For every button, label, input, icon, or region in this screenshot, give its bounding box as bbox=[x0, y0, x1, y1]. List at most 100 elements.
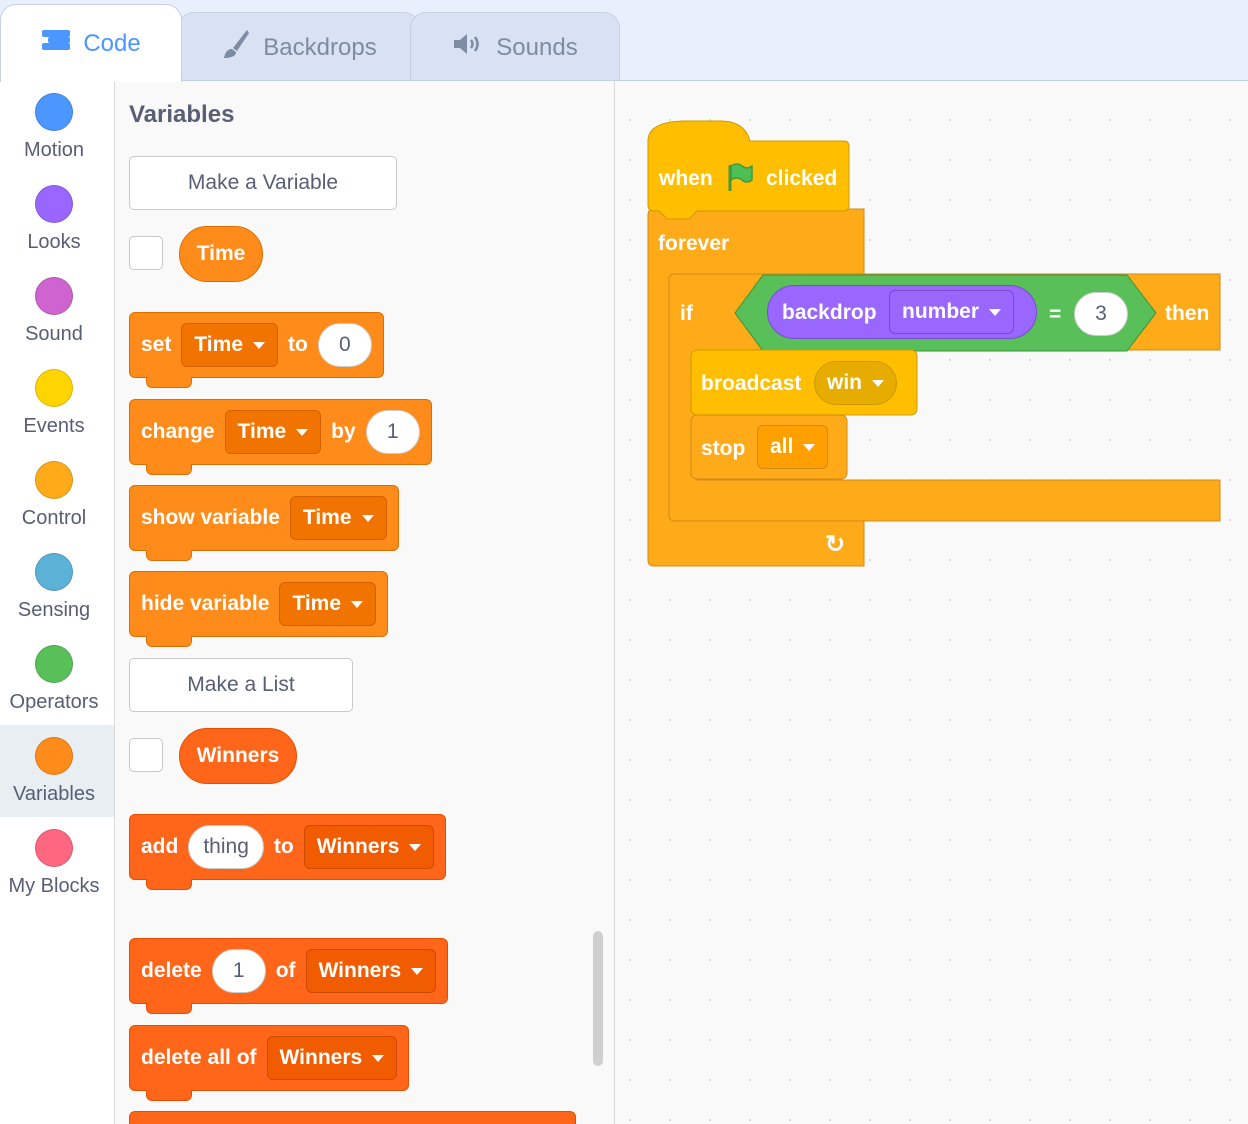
block-label: change bbox=[141, 420, 215, 443]
green-flag-icon bbox=[725, 161, 755, 198]
loop-arrow-icon: ↻ bbox=[825, 531, 846, 558]
chevron-down-icon bbox=[361, 514, 374, 522]
category-label: Motion bbox=[23, 139, 85, 161]
chevron-down-icon bbox=[989, 308, 1002, 316]
category-sound[interactable]: Sound bbox=[0, 265, 114, 357]
block-label: hide variable bbox=[141, 592, 270, 615]
palette-title: Variables bbox=[129, 101, 235, 128]
hat-when-label: when bbox=[659, 167, 713, 190]
list-dropdown[interactable]: Winners bbox=[305, 949, 437, 993]
variable-dropdown[interactable]: Time bbox=[224, 410, 322, 454]
delete-from-list-block[interactable]: delete 1 of Winners bbox=[129, 938, 449, 1014]
category-motion[interactable]: Motion bbox=[0, 81, 114, 173]
sound-color-dot bbox=[35, 277, 73, 315]
variable-time-reporter[interactable]: Time bbox=[179, 226, 263, 282]
backdrop-label: backdrop bbox=[782, 301, 877, 324]
show-variable-block[interactable]: show variable Time bbox=[129, 485, 399, 561]
block-notch bbox=[146, 879, 192, 890]
chevron-down-icon bbox=[409, 843, 422, 851]
variable-dropdown[interactable]: Time bbox=[289, 496, 387, 540]
hat-clicked-label: clicked bbox=[766, 167, 838, 190]
next-list-block-partial[interactable] bbox=[129, 1111, 576, 1124]
category-label: My Blocks bbox=[8, 875, 100, 897]
block-label: delete all of bbox=[141, 1046, 257, 1069]
chevron-down-icon bbox=[803, 443, 816, 451]
operators-color-dot bbox=[35, 645, 73, 683]
category-label: Events bbox=[23, 415, 85, 437]
make-list-button[interactable]: Make a List bbox=[129, 658, 353, 712]
category-sensing[interactable]: Sensing bbox=[0, 541, 114, 633]
tab-sounds-label: Sounds bbox=[496, 33, 578, 61]
list-winners-checkbox[interactable] bbox=[129, 738, 163, 772]
chevron-down-icon bbox=[351, 600, 364, 608]
variable-dropdown[interactable]: Time bbox=[279, 582, 377, 626]
variables-color-dot bbox=[35, 737, 73, 775]
block-label: delete bbox=[141, 959, 202, 982]
chevron-down-icon bbox=[253, 341, 265, 349]
category-label: Sensing bbox=[17, 599, 91, 621]
list-dropdown[interactable]: Winners bbox=[266, 1036, 398, 1080]
index-input[interactable]: 1 bbox=[211, 949, 266, 993]
script-shapes bbox=[647, 120, 1221, 567]
backdrop-property-dropdown[interactable]: number bbox=[889, 290, 1015, 334]
tab-code[interactable]: Code bbox=[0, 4, 182, 82]
block-palette: Variables Make a Variable Time set Time … bbox=[115, 81, 615, 1124]
broadcast-label: broadcast bbox=[701, 372, 802, 395]
list-winners-reporter[interactable]: Winners bbox=[179, 728, 297, 784]
palette-scrollbar[interactable] bbox=[593, 931, 603, 1066]
tab-bar-divider bbox=[0, 80, 1248, 81]
category-label: Variables bbox=[13, 783, 95, 805]
category-label: Sound bbox=[25, 323, 83, 345]
hide-variable-block[interactable]: hide variable Time bbox=[129, 571, 389, 647]
tab-code-label: Code bbox=[83, 29, 141, 57]
broadcast-message-dropdown[interactable]: win bbox=[814, 361, 897, 405]
block-label: to bbox=[273, 835, 294, 858]
sensing-color-dot bbox=[35, 553, 73, 591]
block-label: to bbox=[288, 333, 308, 356]
item-input[interactable]: thing bbox=[188, 825, 264, 869]
forever-label: forever bbox=[658, 232, 730, 255]
make-variable-button[interactable]: Make a Variable bbox=[129, 156, 397, 210]
code-icon bbox=[41, 28, 71, 59]
script-workspace[interactable]: when clicked forever ↻ if then backdrop … bbox=[615, 81, 1248, 1124]
chevron-down-icon bbox=[872, 379, 884, 387]
change-variable-block[interactable]: change Time by 1 bbox=[129, 399, 432, 475]
chevron-down-icon bbox=[372, 1054, 385, 1062]
tab-backdrops[interactable]: Backdrops bbox=[178, 12, 420, 82]
stop-option-dropdown[interactable]: all bbox=[757, 425, 829, 469]
category-events[interactable]: Events bbox=[0, 357, 114, 449]
block-label: set bbox=[141, 333, 172, 356]
tab-backdrops-label: Backdrops bbox=[263, 33, 377, 61]
category-variables[interactable]: Variables bbox=[0, 725, 114, 817]
category-my-blocks[interactable]: My Blocks bbox=[0, 817, 114, 909]
list-dropdown[interactable]: Winners bbox=[303, 825, 435, 869]
block-label: add bbox=[141, 835, 179, 858]
variable-time-checkbox[interactable] bbox=[129, 236, 163, 270]
block-label: show variable bbox=[141, 506, 280, 529]
then-label: then bbox=[1165, 302, 1210, 325]
category-control[interactable]: Control bbox=[0, 449, 114, 541]
block-notch bbox=[146, 1090, 192, 1101]
delete-all-of-list-block[interactable]: delete all of Winners bbox=[129, 1025, 410, 1101]
chevron-down-icon bbox=[296, 428, 309, 436]
category-operators[interactable]: Operators bbox=[0, 633, 114, 725]
speaker-icon bbox=[452, 32, 484, 63]
category-looks[interactable]: Looks bbox=[0, 173, 114, 265]
category-label: Control bbox=[21, 507, 87, 529]
compare-value-input[interactable]: 3 bbox=[1074, 292, 1128, 336]
add-to-list-block[interactable]: add thing to Winners bbox=[129, 814, 447, 890]
tab-sounds[interactable]: Sounds bbox=[410, 12, 620, 82]
value-input[interactable]: 1 bbox=[365, 410, 420, 454]
value-input[interactable]: 0 bbox=[317, 323, 372, 367]
category-menu: Motion Looks Sound Events Control Sensin… bbox=[0, 81, 115, 1124]
if-label: if bbox=[680, 302, 693, 325]
block-label: by bbox=[331, 420, 356, 443]
events-color-dot bbox=[35, 369, 73, 407]
equals-sign: = bbox=[1049, 303, 1062, 326]
variable-dropdown[interactable]: Time bbox=[181, 323, 278, 367]
block-notch bbox=[146, 550, 192, 561]
set-variable-block[interactable]: set Time to 0 bbox=[129, 312, 384, 388]
block-notch bbox=[146, 377, 192, 388]
stop-label: stop bbox=[701, 437, 746, 460]
category-label: Operators bbox=[9, 691, 99, 713]
